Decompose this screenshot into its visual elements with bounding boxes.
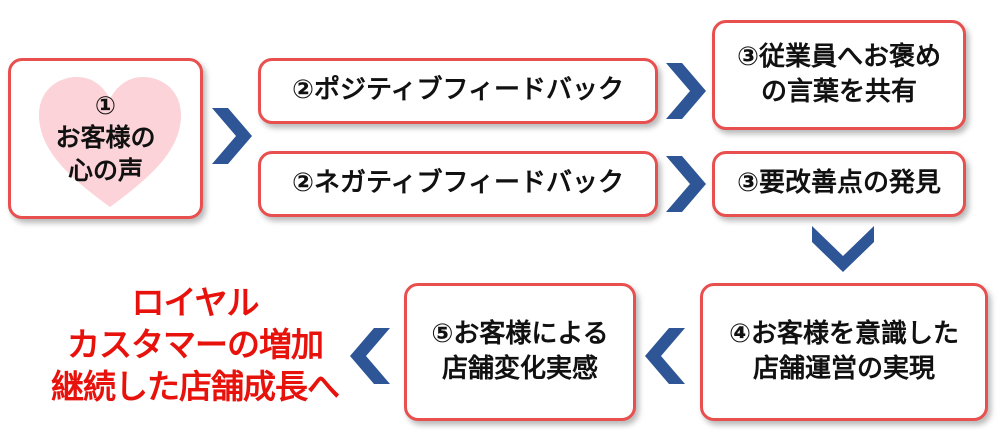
voice-line-2: お客様の — [55, 123, 156, 153]
share-praise-box: ③従業員へお褒め の言葉を共有 — [712, 20, 966, 130]
chevron-left-icon — [350, 328, 390, 384]
conscious-operation-line-1: ④お客様を意識した — [728, 318, 959, 349]
voice-line-3: 心の声 — [67, 155, 143, 185]
heart-icon — [39, 77, 181, 207]
voice-line-1: ① — [94, 90, 117, 120]
result-line-3: 継続した店舗成長へ — [51, 367, 340, 407]
customer-voice-box: ① お客様の 心の声 — [8, 58, 203, 219]
negative-feedback-label: ②ネガティブフィードバック — [292, 168, 624, 199]
share-praise-line-1: ③従業員へお褒め — [736, 41, 941, 72]
result-line-1: ロイヤル — [131, 283, 259, 322]
chevron-right-icon — [666, 156, 706, 212]
conscious-operation-box: ④お客様を意識した 店舗運営の実現 — [700, 283, 988, 421]
find-improvements-label: ③要改善点の発見 — [736, 168, 941, 199]
chevron-down-icon — [812, 226, 874, 272]
result-text: ロイヤル カスタマーの増加 継続した店舗成長へ — [20, 282, 370, 409]
feel-change-line-1: ⑤お客様による — [431, 318, 609, 349]
conscious-operation-line-2: 店舗運営の実現 — [752, 354, 935, 384]
chevron-right-icon — [212, 108, 252, 164]
positive-feedback-label: ②ポジティブフィードバック — [292, 75, 624, 106]
negative-feedback-box: ②ネガティブフィードバック — [258, 151, 658, 217]
feel-change-box: ⑤お客様による 店舗変化実感 — [404, 283, 636, 421]
find-improvements-box: ③要改善点の発見 — [712, 151, 966, 217]
customer-voice-text: ① お客様の 心の声 — [55, 90, 155, 188]
positive-feedback-box: ②ポジティブフィードバック — [258, 58, 658, 124]
feel-change-line-2: 店舗変化実感 — [441, 354, 598, 384]
chevron-left-icon — [645, 328, 685, 384]
chevron-right-icon — [666, 63, 706, 119]
result-line-2: カスタマーの増加 — [67, 325, 324, 365]
share-praise-line-2: の言葉を共有 — [760, 77, 917, 107]
